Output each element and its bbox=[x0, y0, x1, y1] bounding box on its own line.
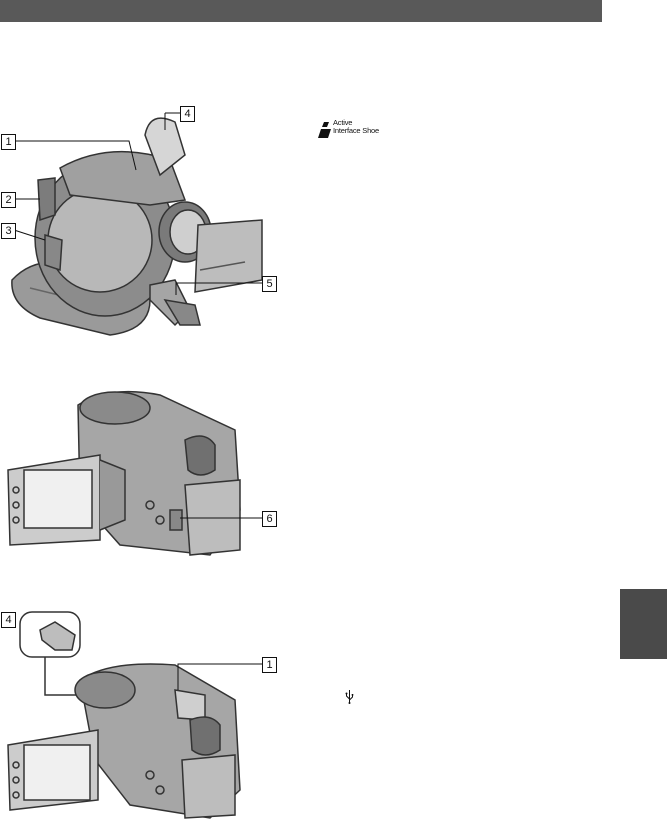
active-interface-shoe-icon bbox=[318, 121, 332, 139]
callout-2: 2 bbox=[1, 192, 16, 208]
active-interface-shoe-text: Active Interface Shoe bbox=[333, 119, 379, 135]
callout-6: 6 bbox=[262, 511, 277, 527]
camcorder-rear-illustration bbox=[8, 392, 240, 555]
camcorder-top-illustration bbox=[8, 612, 240, 818]
logo-line-2: Interface Shoe bbox=[333, 127, 379, 135]
callout-4-bottom: 4 bbox=[1, 612, 16, 628]
callout-1-bottom: 1 bbox=[262, 657, 277, 673]
callout-1: 1 bbox=[1, 134, 16, 150]
camcorder-front-illustration bbox=[12, 118, 262, 335]
callout-3: 3 bbox=[1, 223, 16, 239]
callout-4: 4 bbox=[180, 106, 195, 122]
usb-icon bbox=[345, 690, 354, 704]
callout-5: 5 bbox=[262, 276, 277, 292]
